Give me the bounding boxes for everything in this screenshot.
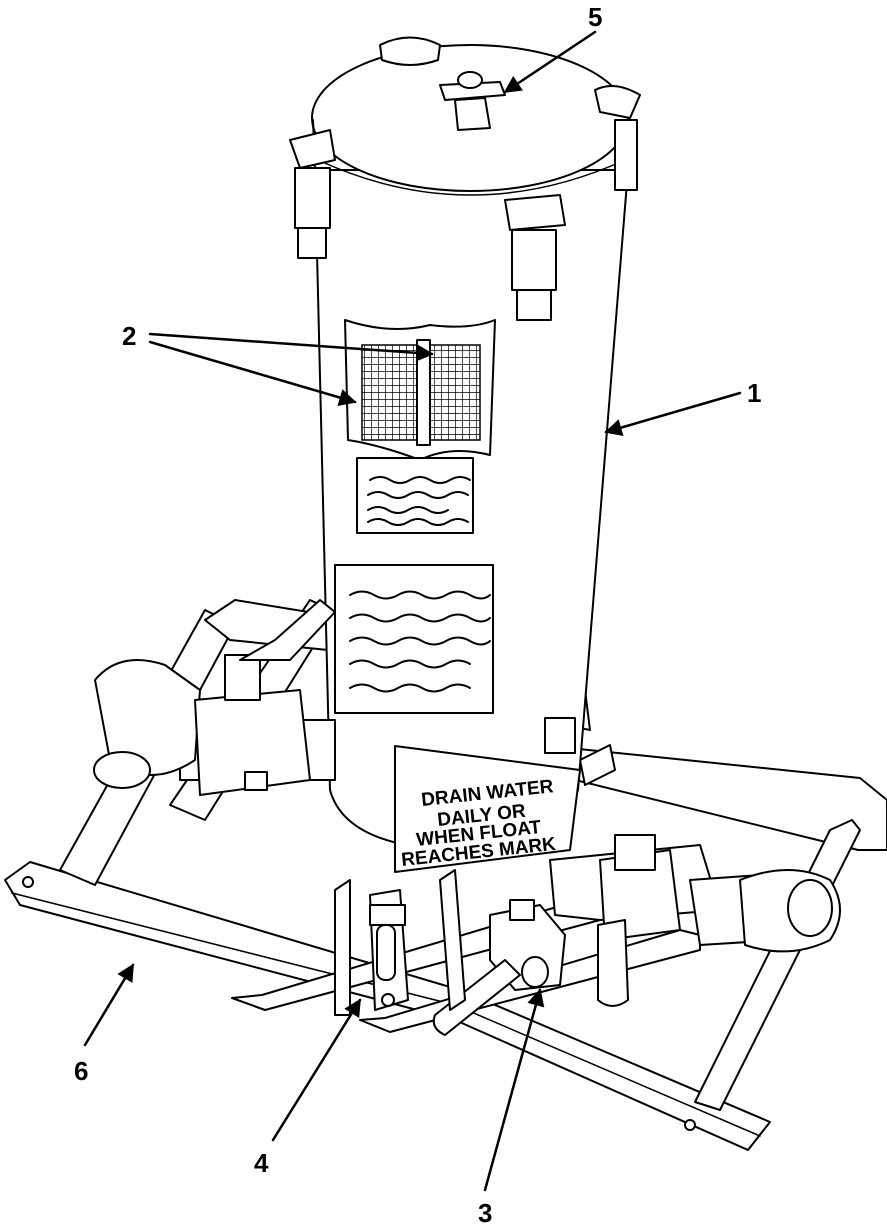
callout-leaders <box>83 30 742 1192</box>
filter-vessel-body <box>289 36 641 851</box>
callout-6: 6 <box>74 1056 88 1086</box>
callout-5: 5 <box>588 2 602 32</box>
inlet-valve-assembly <box>93 599 336 796</box>
drain-valve <box>432 899 566 1036</box>
instruction-plate-upper <box>356 457 474 534</box>
side-tag <box>544 717 576 754</box>
sight-gauge <box>334 869 466 1016</box>
callout-4: 4 <box>254 1148 269 1178</box>
drain-warning-plate: DRAIN WATER DAILY OR WHEN FLOAT REACHES … <box>394 745 581 873</box>
vent-valve <box>439 71 506 131</box>
callout-labels: 1 2 3 4 5 6 <box>74 2 761 1228</box>
outlet-valve-assembly <box>549 834 841 1007</box>
filter-cutaway-window <box>344 319 496 461</box>
callout-1: 1 <box>747 378 761 408</box>
instruction-plate-lower <box>334 564 494 714</box>
callout-3: 3 <box>478 1198 492 1228</box>
lid-clamp <box>289 36 641 321</box>
callout-2: 2 <box>122 321 136 351</box>
